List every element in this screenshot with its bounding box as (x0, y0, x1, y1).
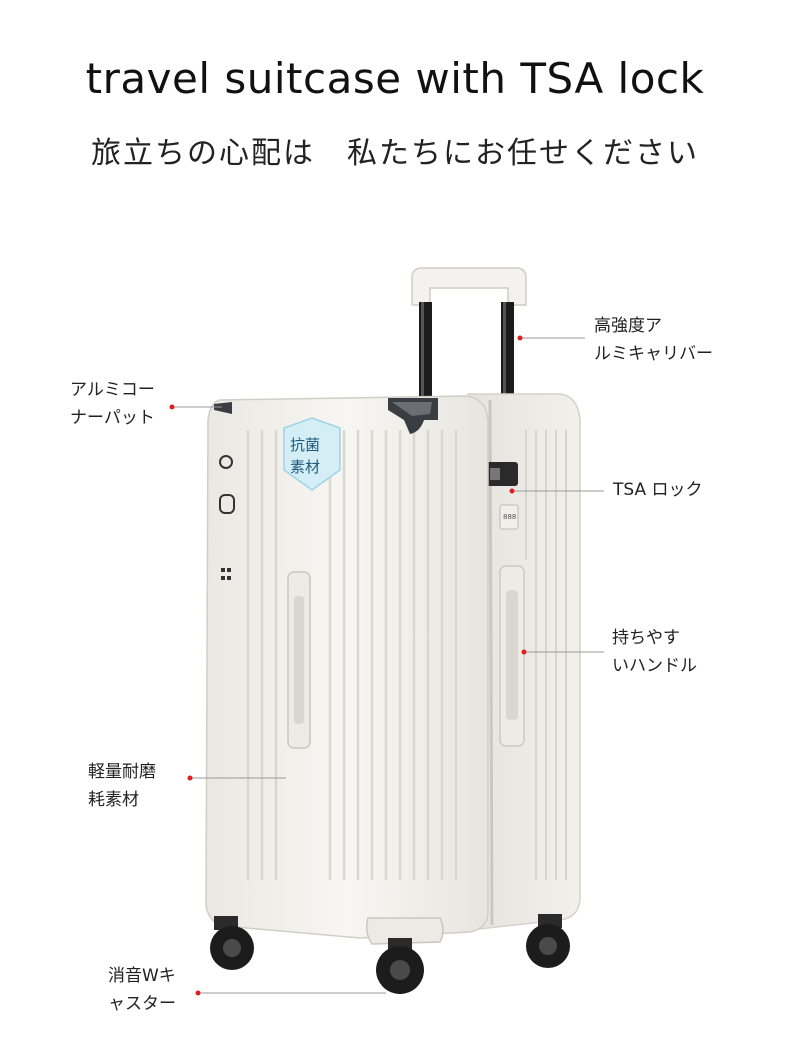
callout-dots (169, 335, 527, 996)
antibacterial-badge: 抗菌 素材 (283, 417, 341, 491)
front-icons (219, 455, 235, 580)
page-subtitle: 旅立ちの心配は 私たちにお任せください (91, 136, 699, 171)
side-ribs (525, 430, 567, 880)
zipper-seam (488, 399, 494, 926)
svg-text:888: 888 (503, 513, 516, 521)
tsa-lock: 888 (484, 462, 519, 530)
feature-label-casters: 消音Wキャスター (108, 966, 176, 1014)
side-handle (499, 565, 525, 747)
feature-label-lock: TSA ロック (613, 480, 703, 500)
svg-text:抗菌: 抗菌 (290, 436, 320, 454)
feature-label-handle: 高強度アルミキャリバー (594, 316, 713, 364)
page-title: travel suitcase with TSA lock (85, 54, 705, 103)
feature-label-corner: アルミコーナーパット (70, 380, 155, 428)
bottom-plate (365, 917, 444, 945)
corner-pads (214, 398, 438, 434)
front-ribs (246, 430, 458, 880)
caster-wheels (210, 914, 570, 994)
callout-lines (172, 337, 604, 994)
feature-label-material: 軽量耐磨耗素材 (88, 762, 156, 810)
svg-text:素材: 素材 (290, 458, 320, 476)
feature-label-grip: 持ちやすいハンドル (612, 628, 697, 676)
top-handle (287, 571, 311, 749)
telescopic-handle (411, 267, 527, 402)
